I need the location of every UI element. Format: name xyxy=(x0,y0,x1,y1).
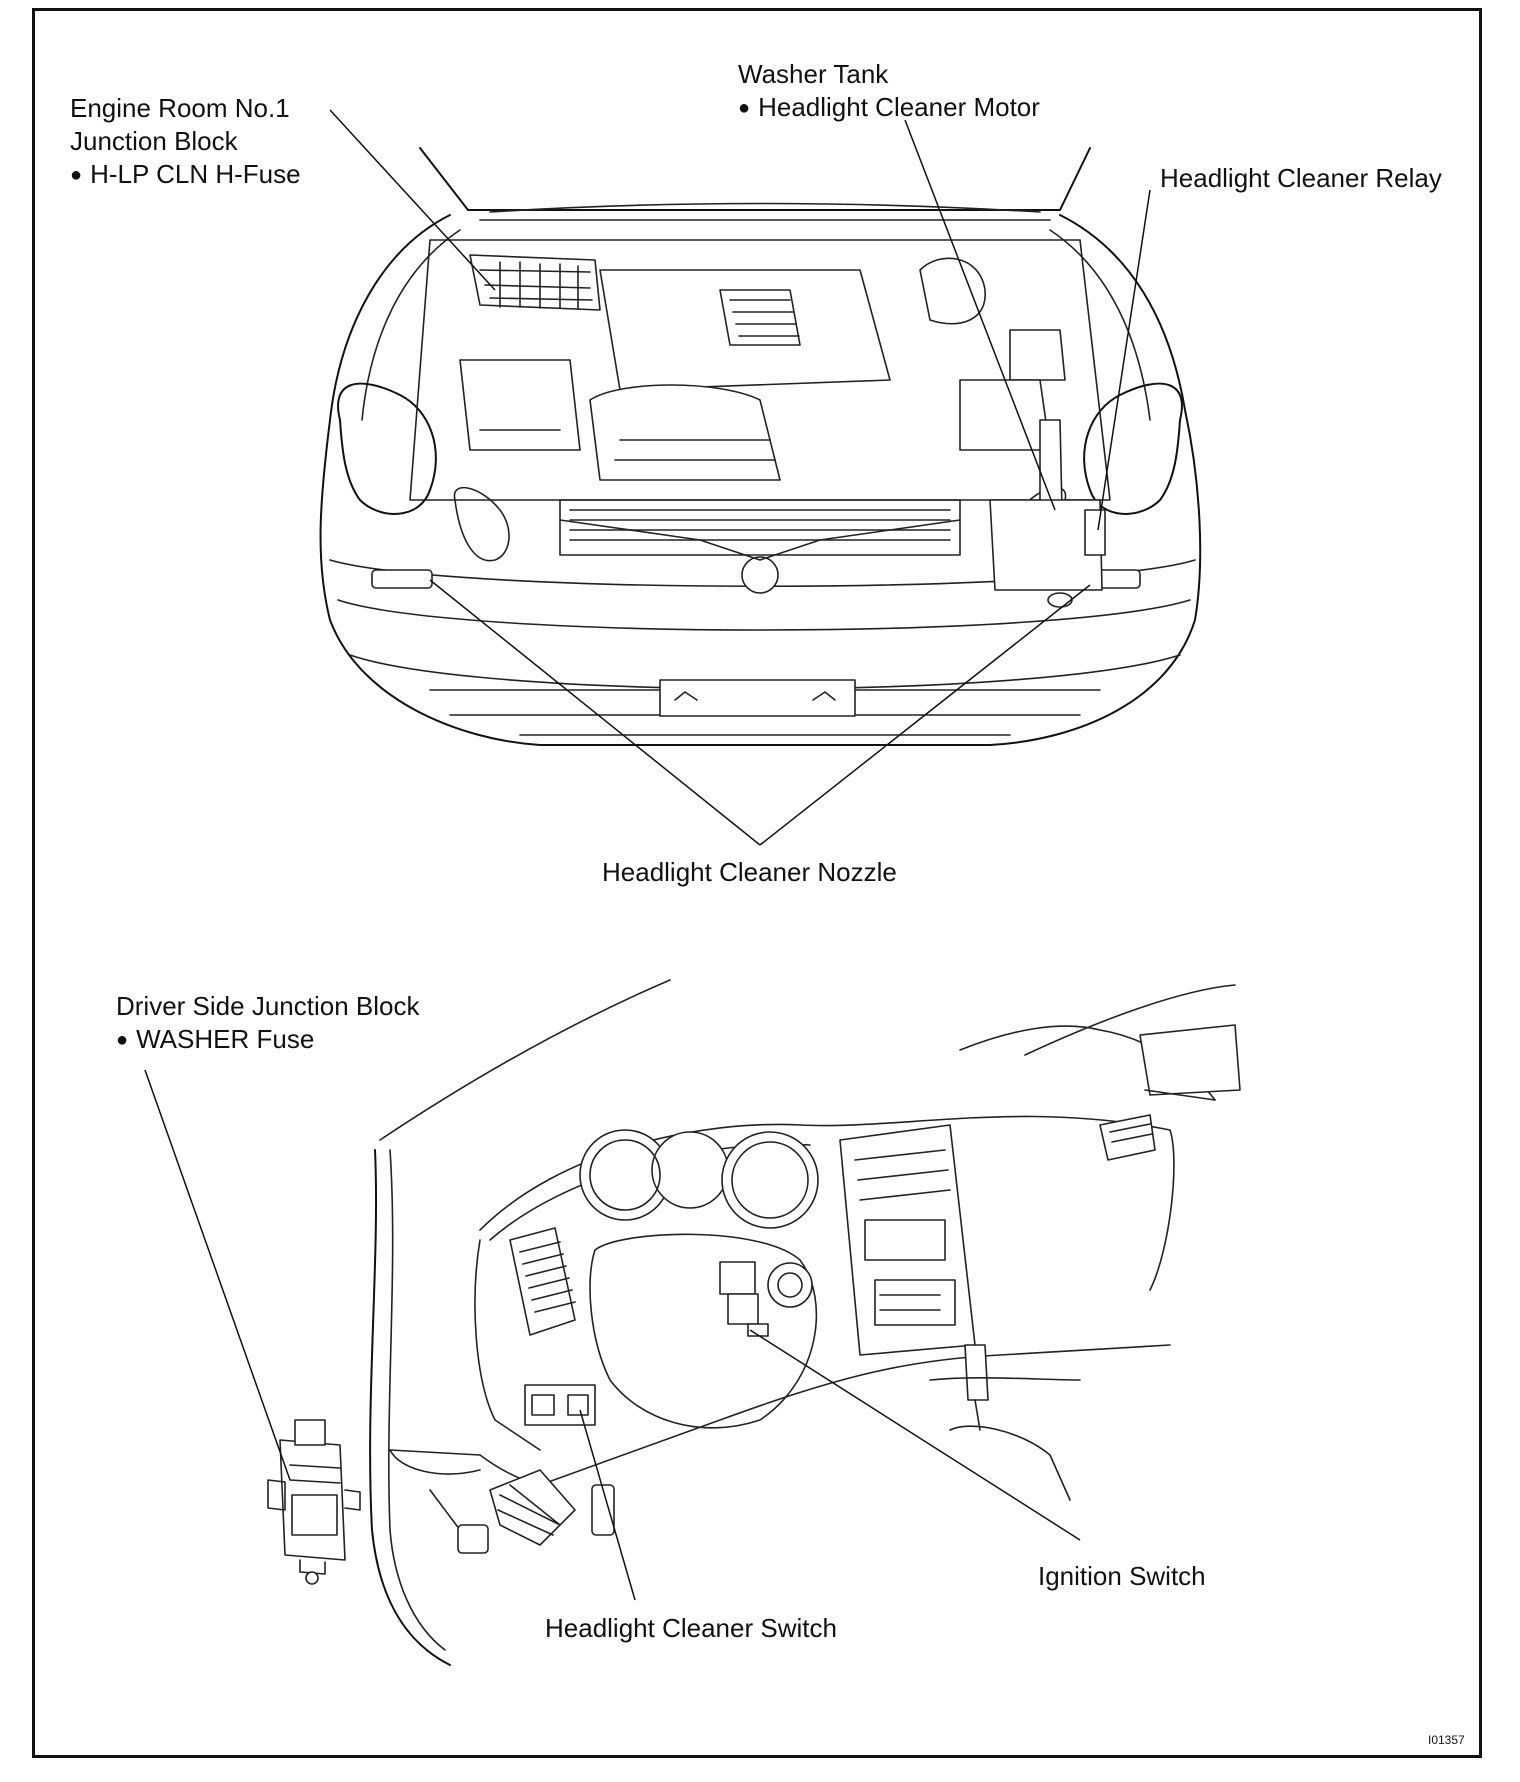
washer-fuse-label: WASHER Fuse xyxy=(116,1023,419,1059)
headlight-cleaner-nozzle-label: Headlight Cleaner Nozzle xyxy=(602,857,897,887)
figure-id: I01357 xyxy=(1428,1733,1465,1747)
leader-lines-top xyxy=(329,109,1151,846)
dashboard-illustration xyxy=(369,979,1241,1666)
washer-tank-label: Washer Tank Headlight Cleaner Motor xyxy=(738,58,1040,127)
ignition-switch-label: Ignition Switch xyxy=(1038,1561,1206,1591)
h-lp-cln-h-fuse-label: H-LP CLN H-Fuse xyxy=(70,158,300,194)
driver-side-junction-block-line1: Driver Side Junction Block xyxy=(116,991,420,1021)
headlight-cleaner-switch-label: Headlight Cleaner Switch xyxy=(545,1613,837,1643)
engine-room-junction-block-line1: Engine Room No.1 xyxy=(70,93,290,123)
engine-room-junction-block-label: Engine Room No.1 Junction Block H-LP CLN… xyxy=(70,92,301,194)
leader-lines-bottom xyxy=(144,1069,1081,1601)
car-front-illustration xyxy=(319,147,1202,746)
driver-side-junction-block-label: Driver Side Junction Block WASHER Fuse xyxy=(116,990,419,1059)
headlight-cleaner-motor-label: Headlight Cleaner Motor xyxy=(738,91,1040,127)
engine-room-junction-block-line2: Junction Block xyxy=(70,126,238,156)
driver-side-junction-block-drawing xyxy=(267,1419,361,1585)
headlight-cleaner-relay-label: Headlight Cleaner Relay xyxy=(1160,163,1442,193)
diagram-frame xyxy=(32,8,1482,1758)
washer-tank-line1: Washer Tank xyxy=(738,59,889,89)
